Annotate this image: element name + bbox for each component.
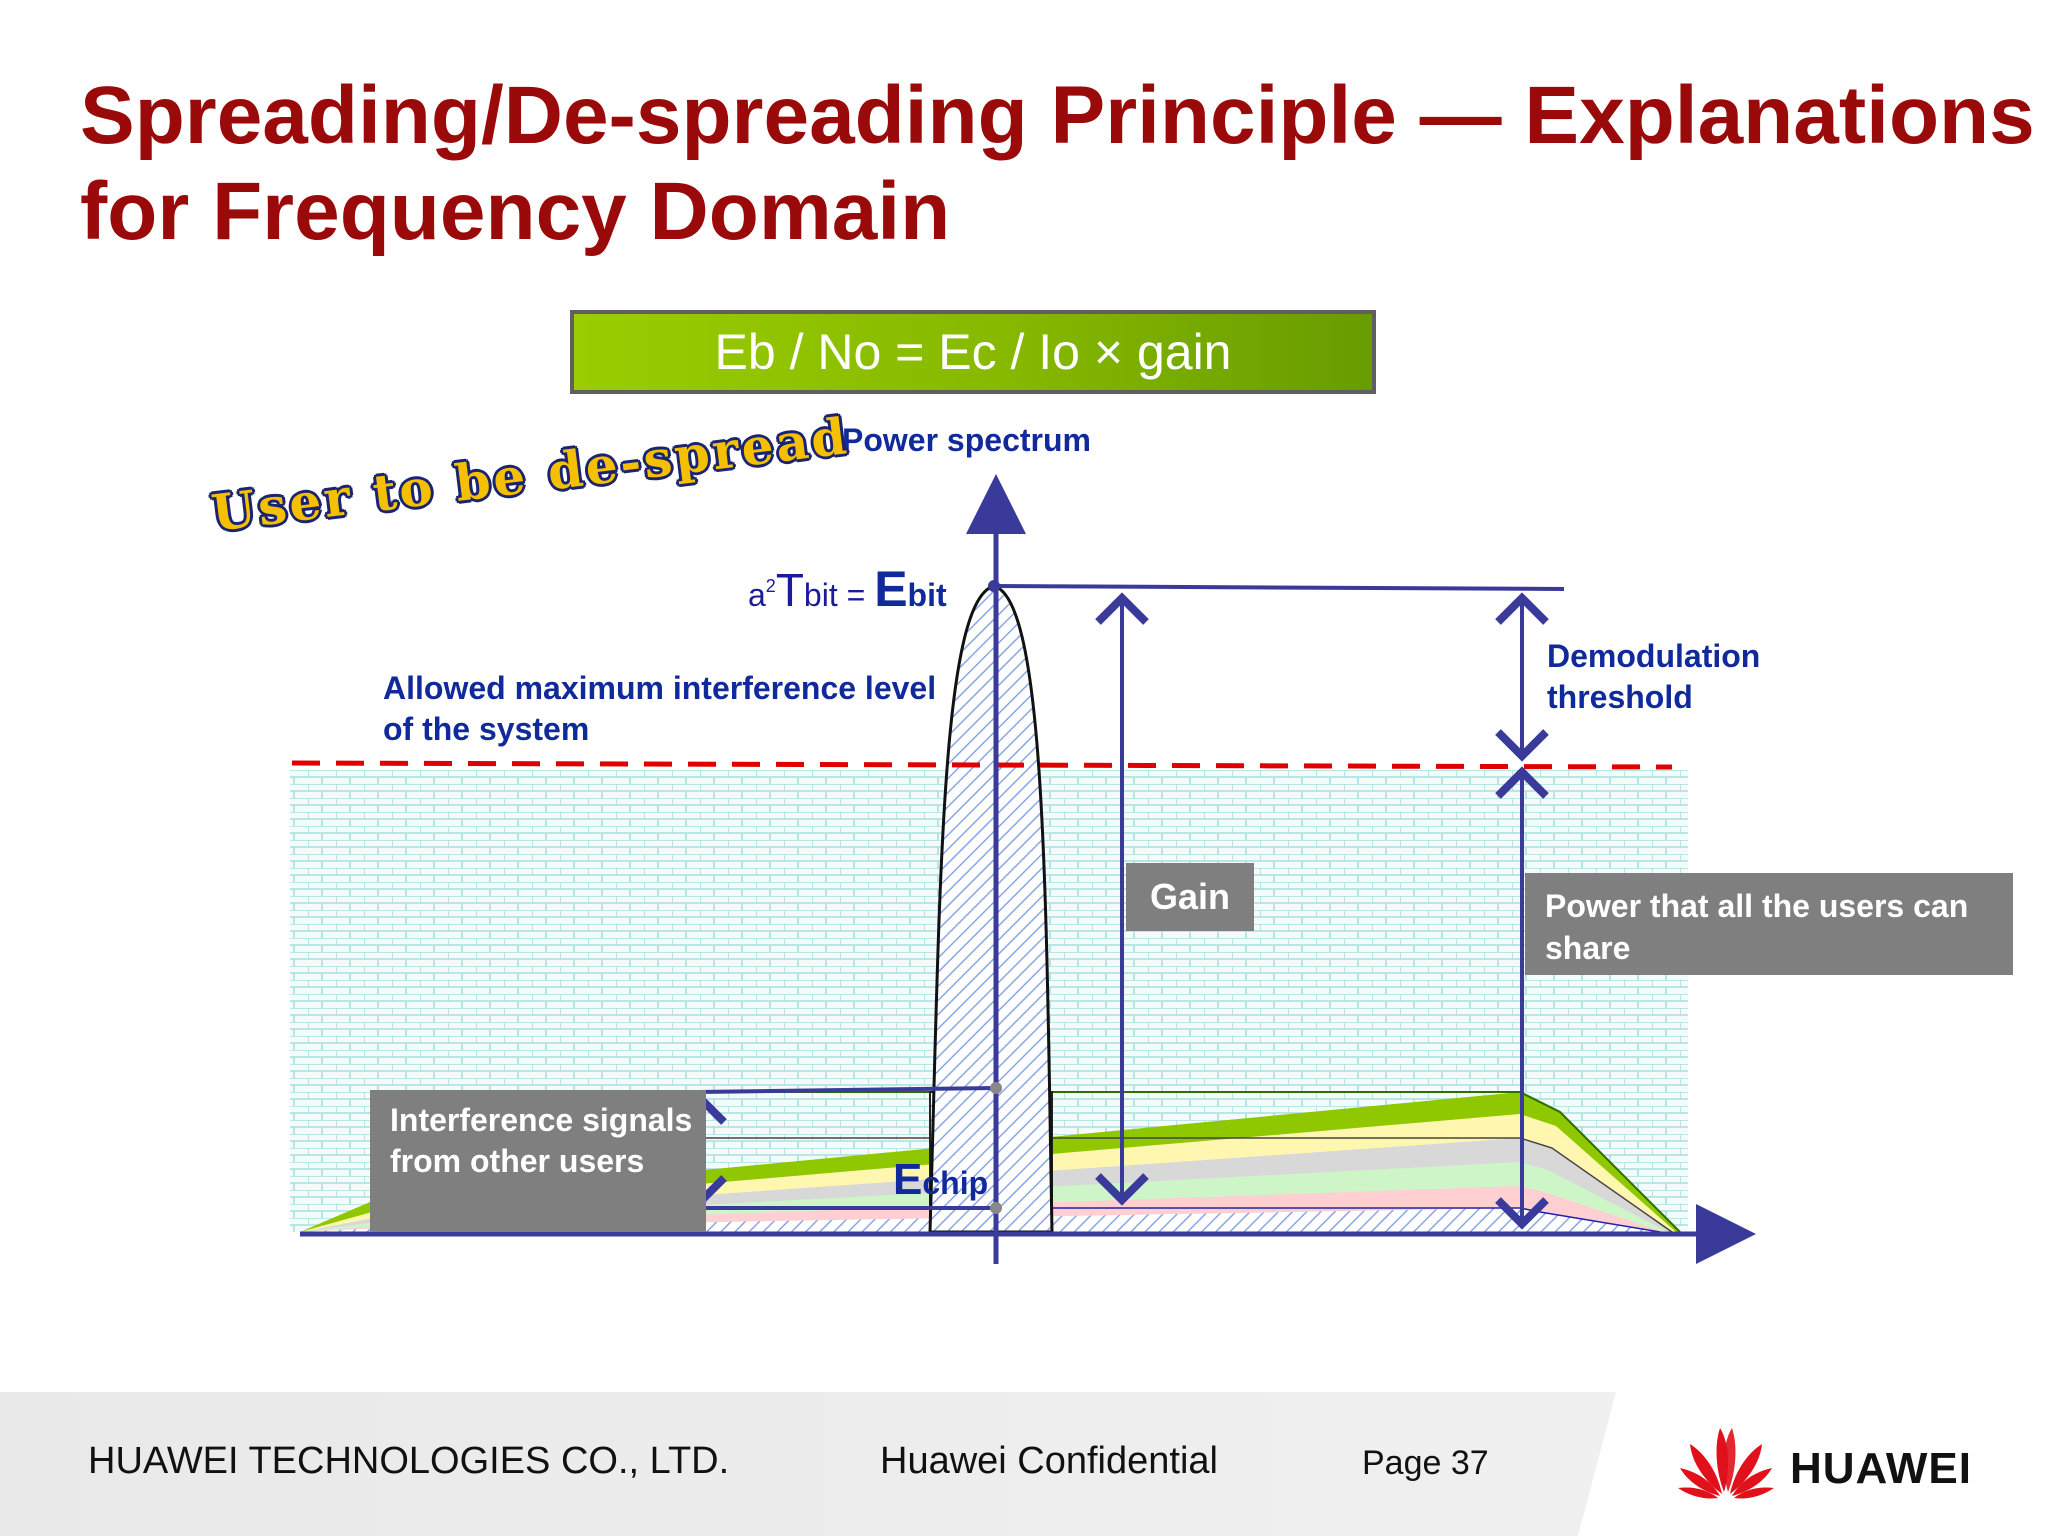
ebit-sup: 2 bbox=[765, 576, 776, 596]
layer-outline-2 bbox=[700, 1137, 1673, 1233]
gain-label: Gain bbox=[1126, 863, 1254, 931]
interference-top-line bbox=[697, 1086, 997, 1094]
title-line-2: for Frequency Domain bbox=[80, 166, 951, 257]
echip-sub: chip bbox=[922, 1165, 989, 1201]
interference-signals-label: Interference signals from other users bbox=[370, 1090, 706, 1232]
ebit-sub: bit bbox=[907, 577, 947, 613]
footer-bar: HUAWEI TECHNOLOGIES CO., LTD. Huawei Con… bbox=[0, 1392, 2048, 1536]
footer-company: HUAWEI TECHNOLOGIES CO., LTD. bbox=[88, 1440, 730, 1482]
layer-outline-1 bbox=[700, 1091, 1681, 1233]
ebit-a: a bbox=[748, 577, 766, 613]
allowed-interference-label: Allowed maximum interference level of th… bbox=[383, 670, 937, 747]
ebit-point bbox=[988, 580, 1000, 592]
echip-E: E bbox=[893, 1155, 923, 1204]
ebit-bit: bit = bbox=[803, 577, 875, 613]
power-spectrum-label: Power spectrum bbox=[842, 422, 1091, 458]
echip-bottom-point bbox=[990, 1202, 1002, 1214]
power-share-label: Power that all the users can share bbox=[1525, 873, 2013, 975]
footer-logo-text: HUAWEI bbox=[1790, 1444, 1972, 1493]
echip-label: Echip bbox=[893, 1155, 988, 1205]
huawei-logo-icon bbox=[1678, 1428, 1774, 1499]
ebit-formula-label: a2Tbit = Ebit bbox=[748, 560, 947, 618]
formula-box: Eb / No = Ec / Io × gain bbox=[570, 310, 1376, 394]
ebit-level-line bbox=[993, 584, 1565, 591]
ebit-E: E bbox=[874, 561, 908, 617]
footer-logo-panel bbox=[1578, 1392, 2048, 1536]
user-to-despread-label: User to be de-spread bbox=[208, 406, 853, 543]
title-line-1: Spreading/De-spreading Principle — Expla… bbox=[80, 70, 2035, 161]
layer-outline-3 bbox=[700, 1207, 1661, 1233]
slide-title: Spreading/De-spreading Principle — Expla… bbox=[80, 68, 2035, 260]
footer-page-number: Page 37 bbox=[1362, 1444, 1489, 1482]
demodulation-threshold-label: Demodulation threshold bbox=[1547, 638, 1761, 715]
despread-peak bbox=[928, 584, 1054, 1234]
footer-confidential: Huawei Confidential bbox=[880, 1440, 1218, 1482]
ebit-T: T bbox=[775, 564, 804, 616]
threshold-dashed-line bbox=[291, 760, 1673, 770]
echip-top-point bbox=[990, 1082, 1002, 1094]
